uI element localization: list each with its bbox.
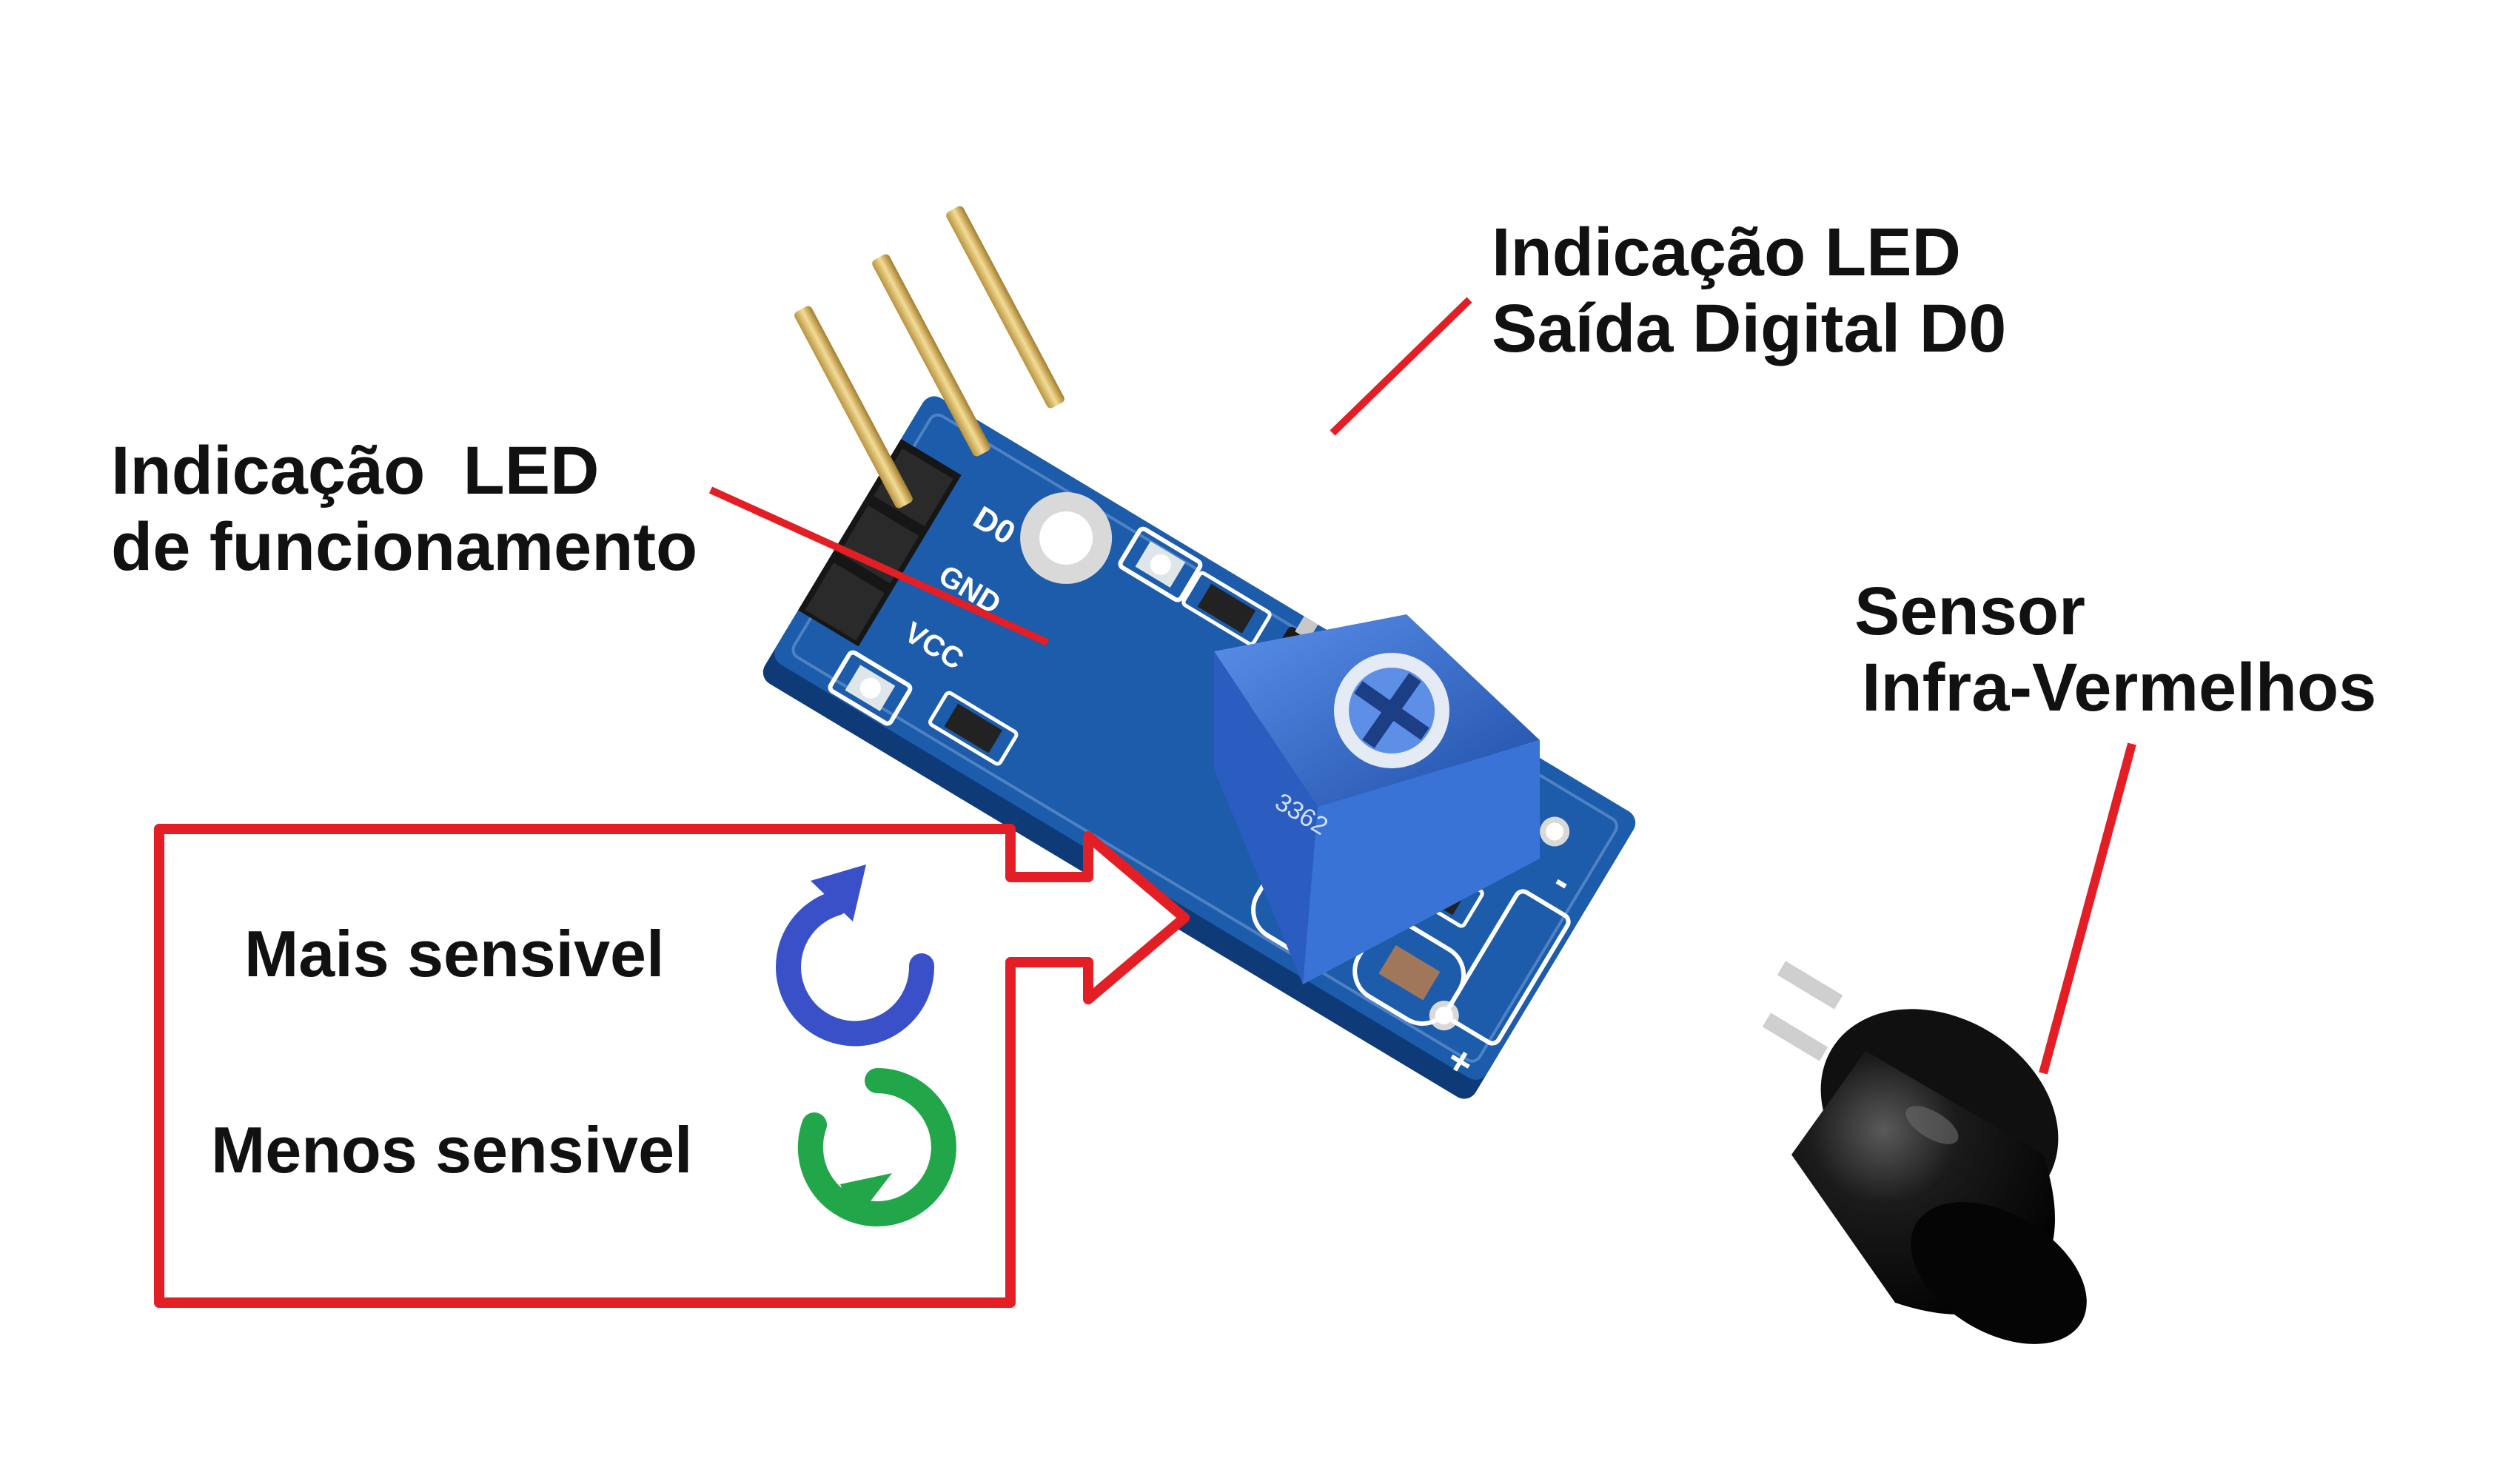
- power-led-label-line2: de funcionamento: [111, 509, 698, 585]
- pin-header: [798, 439, 962, 647]
- ir-sensor-bulb: [1762, 961, 2087, 1344]
- power-led-label: Indicação LED de funcionamento: [111, 433, 697, 585]
- power-led: [828, 650, 913, 726]
- potentiometer: 3362: [1214, 614, 1540, 984]
- power-led-label-line1: Indicação LED: [111, 433, 600, 508]
- rotate-counterclockwise-icon: [776, 864, 935, 1047]
- callout-line-ir-sensor: [2039, 742, 2136, 1075]
- output-led: [1118, 526, 1203, 602]
- sensitivity-box: [154, 824, 1190, 1308]
- rotate-clockwise-icon: [797, 1068, 956, 1226]
- more-sensitive-label: Mais sensivel: [244, 917, 665, 990]
- callout-line-output-led: [1330, 297, 1472, 436]
- callout-line-power-led: [708, 486, 1050, 646]
- ir-sensor-label: Sensor Infra-Vermelhos: [1854, 574, 2376, 726]
- output-led-label-line1: Indicação LED: [1492, 215, 1961, 290]
- ir-sensor-label-line1: Sensor: [1854, 574, 2085, 649]
- sensor-pad: [1444, 889, 1571, 1046]
- ir-sensor-label-line2: Infra-Vermelhos: [1862, 650, 2377, 726]
- output-led-label: Indicação LED Saída Digital D0: [1492, 215, 2006, 367]
- header-pins: [794, 206, 1065, 508]
- output-led-label-line2: Saída Digital D0: [1492, 291, 2007, 367]
- less-sensitive-label: Menos sensivel: [211, 1113, 693, 1186]
